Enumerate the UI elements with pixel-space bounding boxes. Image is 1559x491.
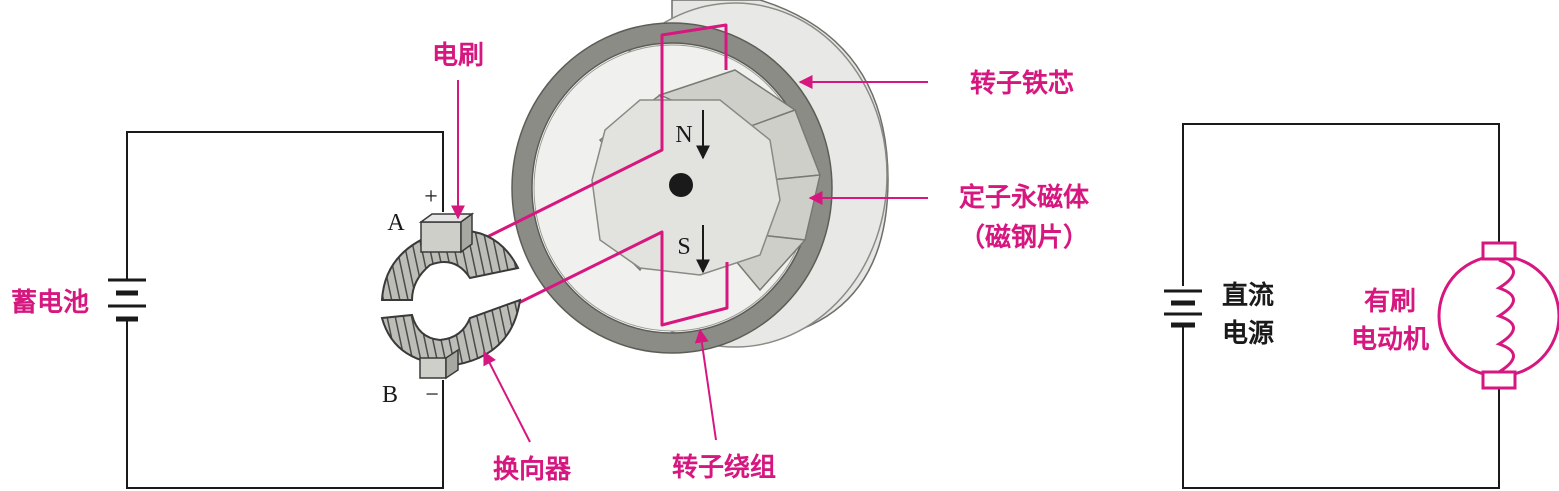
brush-label: 电刷: [432, 41, 484, 71]
arrow-rotor-winding: [694, 328, 717, 441]
brush-b: [419, 357, 447, 379]
brushed-motor-symbol: [1437, 241, 1559, 390]
terminal-b-label: B: [382, 382, 398, 408]
brushed-motor-label-2: 电动机: [1351, 325, 1429, 355]
rotor-shaft: [669, 173, 693, 197]
commutator-segment-top: [380, 229, 520, 301]
commutator-segment-bottom: [380, 298, 522, 367]
plus-sign: +: [424, 184, 438, 210]
pointer-arrows: [451, 75, 928, 443]
south-pole-label: S: [677, 234, 690, 260]
dc-source-symbol: [1164, 289, 1202, 328]
dc-wire-top: [1182, 123, 1500, 286]
circuit-wire-left: [126, 131, 444, 280]
circuit-wire-bottom: [126, 320, 444, 489]
rotor-core-label: 转子铁芯: [970, 68, 1074, 99]
brush-a: [420, 221, 462, 253]
stator-magnet-label: 定子永磁体: [959, 182, 1090, 213]
dc-wire-bottom: [1182, 326, 1500, 489]
terminal-a-label: A: [387, 210, 405, 236]
dc-source-label-2: 电源: [1222, 319, 1274, 349]
commutator: A B + −: [380, 184, 522, 408]
commutator-label: 换向器: [493, 454, 572, 485]
motor-housing: N S: [511, 0, 889, 354]
magnet-sheet-label: （磁钢片）: [959, 222, 1089, 253]
north-pole-label: N: [675, 122, 692, 148]
battery-label: 蓄电池: [11, 288, 89, 318]
brushed-motor-label-1: 有刷: [1364, 287, 1416, 317]
battery-symbol: [108, 278, 146, 322]
minus-sign: −: [425, 382, 439, 408]
rotor-winding: [464, 23, 729, 327]
dc-circuit: 直流 电源 有刷 电动机: [1164, 123, 1559, 489]
battery-circuit: [108, 131, 444, 489]
rotor-winding-label: 转子绕组: [672, 452, 776, 483]
dc-source-label-1: 直流: [1222, 281, 1274, 311]
arrow-commutator: [483, 350, 531, 443]
